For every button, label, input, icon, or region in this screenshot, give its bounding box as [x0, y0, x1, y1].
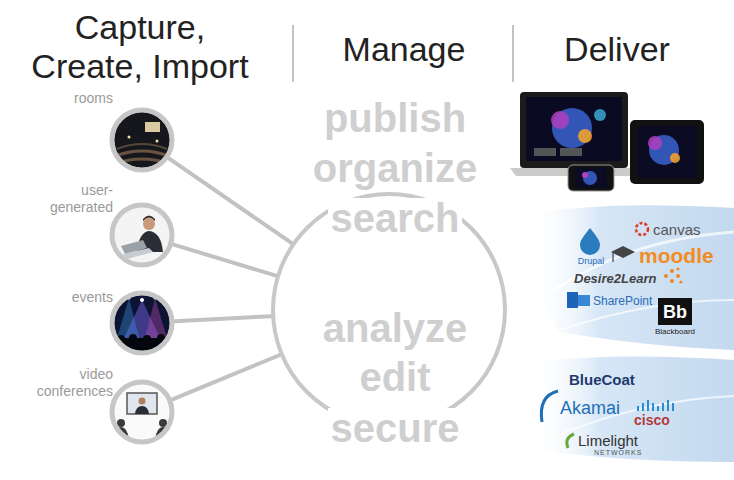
source-label: user-generated	[43, 182, 113, 216]
column-heading: Manage	[324, 30, 484, 69]
column-heading: Capture, Create, Import	[26, 8, 254, 86]
logo-text: Limelight	[578, 432, 638, 450]
limelight-arc	[567, 434, 574, 448]
logo-text: Bb	[658, 301, 692, 323]
source-circle: events	[109, 290, 175, 356]
column-separator	[292, 25, 294, 82]
manage-verb: secure	[328, 408, 463, 448]
manage-verb: search	[328, 198, 463, 238]
moodle-hat	[611, 246, 635, 262]
manage-verb: publish	[321, 98, 469, 138]
akamai-swoosh	[541, 391, 558, 422]
source-circle: rooms	[109, 107, 175, 173]
source-photo	[109, 290, 175, 356]
source-circle: video conferences	[109, 379, 175, 445]
cdn-panel	[530, 356, 734, 462]
d2l-dots	[664, 267, 683, 283]
logo-text: NETWORKS	[594, 449, 642, 457]
logo-text: canvas	[653, 221, 701, 239]
lms-panel	[528, 205, 734, 350]
devices-illustration	[510, 92, 704, 191]
source-label: video conferences	[23, 366, 113, 400]
drupal-drop	[580, 228, 600, 255]
feed-line	[169, 159, 292, 243]
source-label: rooms	[53, 90, 113, 107]
logo-text: cisco	[634, 412, 670, 429]
logo-text: Akamai	[560, 397, 620, 419]
source-photo	[109, 107, 175, 173]
logo-text: Blackboard	[648, 327, 702, 337]
feed-line	[174, 245, 277, 276]
feed-line	[173, 355, 280, 399]
logo-text: SharePoint	[593, 294, 652, 308]
logo-text: moodle	[639, 243, 714, 268]
manage-verb: organize	[310, 148, 480, 188]
manage-circle: publishorganizesearchanalyzeeditsecure	[271, 192, 507, 428]
logo-text: Drupal	[572, 256, 610, 267]
canvas-icon	[636, 223, 648, 235]
logo-text: Desire2Learn	[574, 271, 656, 287]
column-heading: Deliver	[537, 30, 697, 69]
source-label: events	[53, 289, 113, 306]
source-photo	[109, 202, 175, 268]
logo-text: BlueCoat	[569, 371, 635, 389]
column-separator	[512, 25, 514, 82]
source-photo	[109, 379, 175, 445]
manage-verb: analyze	[320, 308, 471, 348]
blackboard-box	[658, 298, 692, 325]
cisco-bars	[638, 400, 673, 411]
sharepoint-icon	[567, 292, 590, 308]
manage-verb: edit	[356, 357, 433, 397]
source-circle: user-generated	[109, 202, 175, 268]
feed-line	[175, 316, 271, 321]
